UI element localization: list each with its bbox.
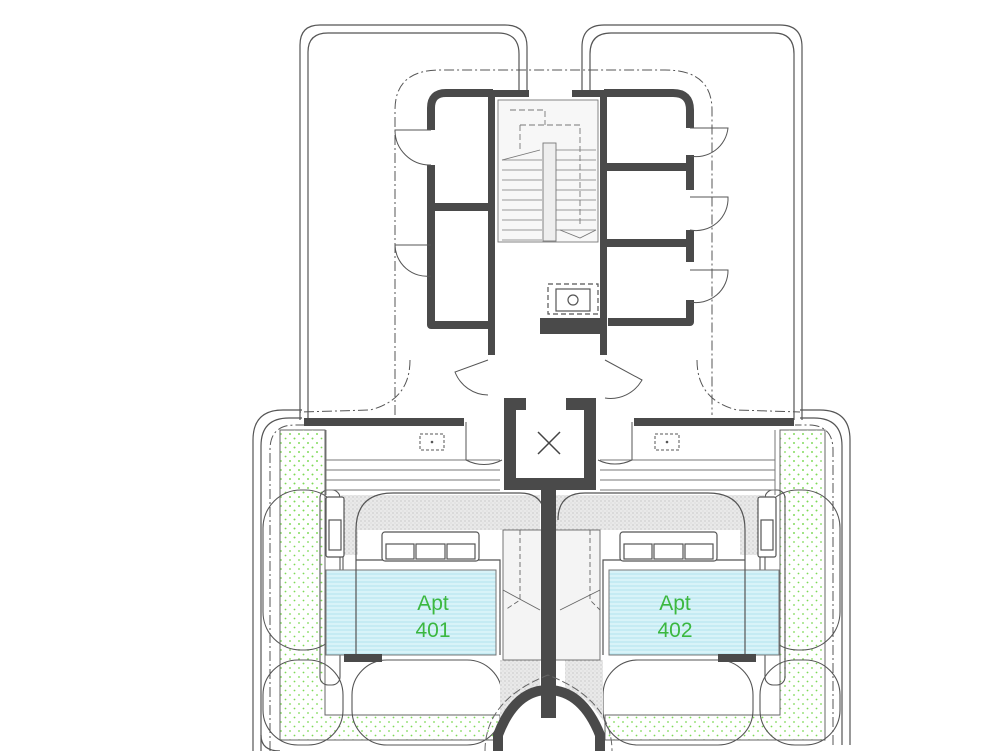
vent-dots [430, 440, 669, 444]
dashed-outline [269, 69, 834, 751]
sofa-left [381, 531, 480, 562]
doors [394, 127, 729, 466]
deck-lines [325, 430, 776, 495]
utility-fixture [547, 283, 599, 315]
vents [419, 433, 680, 451]
core-walls [304, 90, 794, 718]
sofa-right [619, 531, 718, 562]
bottom-arch [484, 674, 613, 751]
apartment-name: Apt [659, 592, 691, 615]
apartment-label-402: Apt 402 [620, 590, 730, 644]
apartment-label-401: Apt 401 [378, 590, 488, 644]
apartment-number: 402 [657, 619, 693, 642]
loungers [325, 496, 777, 558]
elevator [537, 431, 561, 455]
walls [427, 89, 694, 329]
apartment-number: 401 [415, 619, 451, 642]
site-outline [252, 24, 851, 751]
apartment-name: Apt [417, 592, 449, 615]
upper-stair [497, 99, 599, 243]
water-areas [325, 569, 780, 656]
